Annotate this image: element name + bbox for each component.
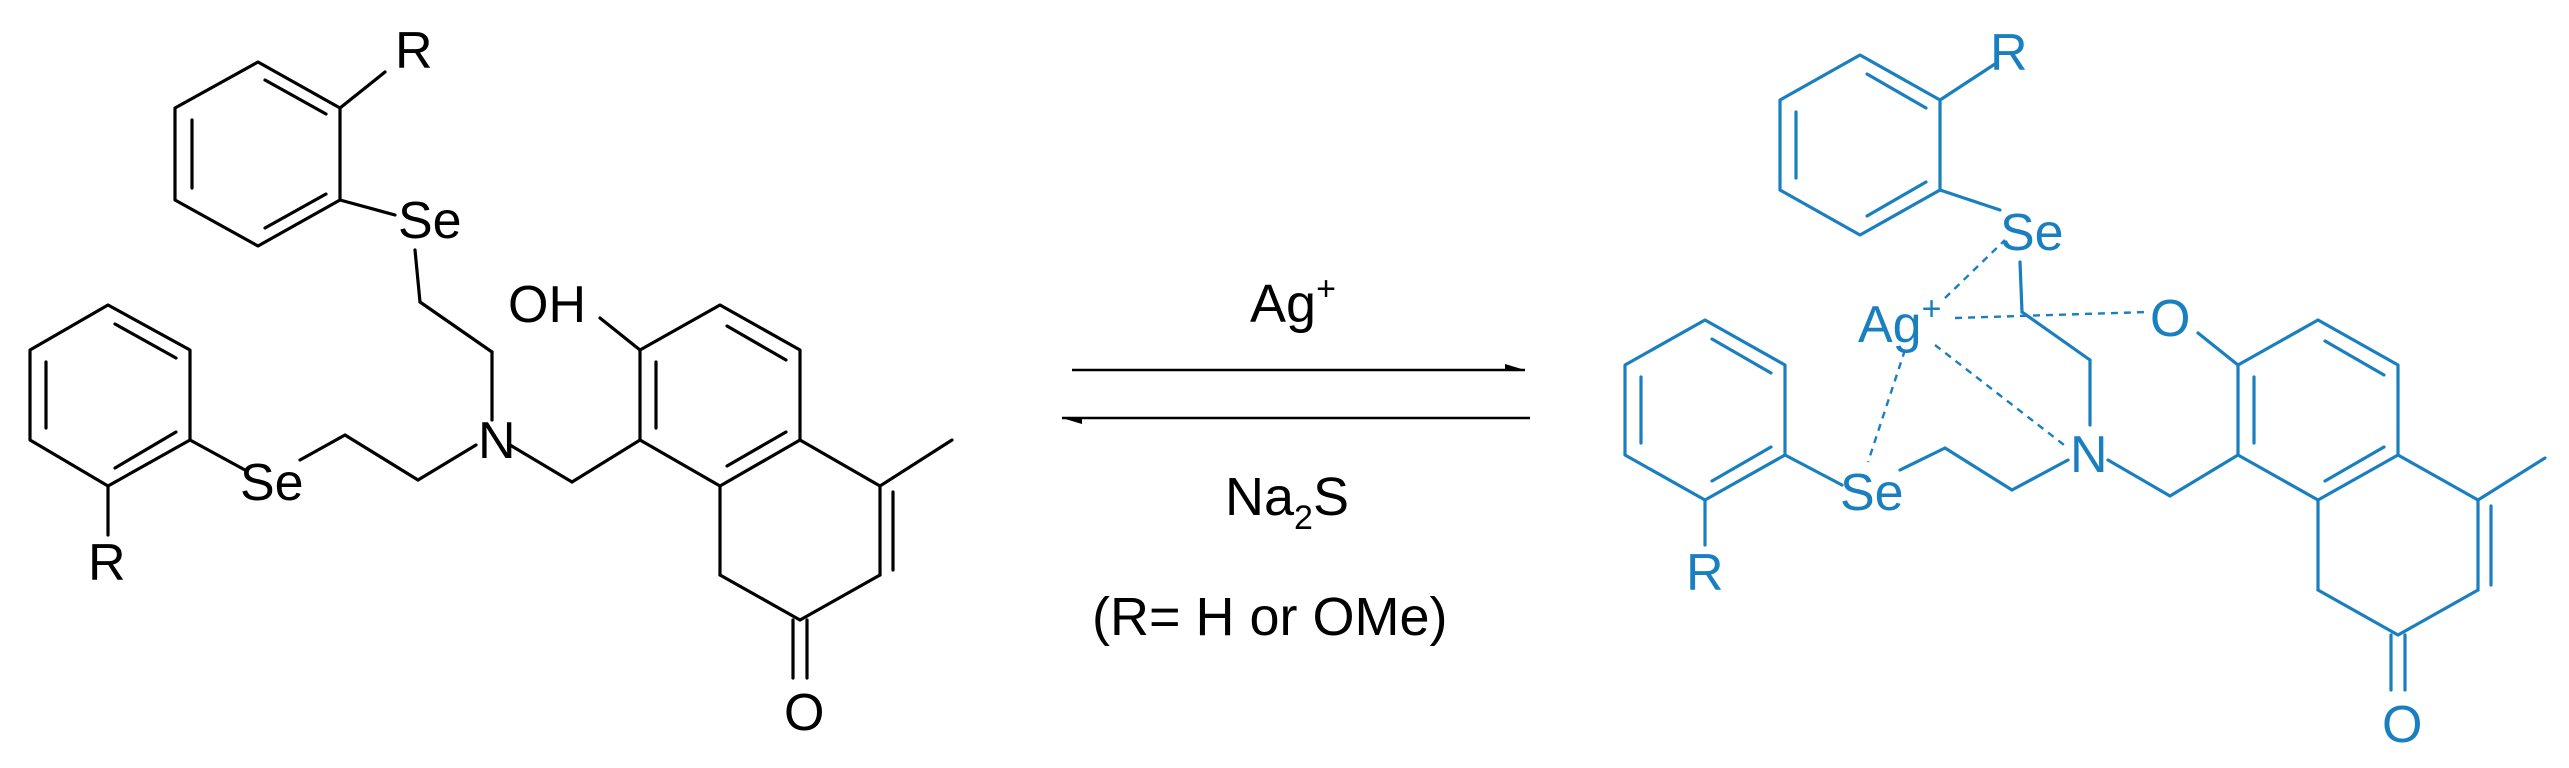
product-coordination-bonds <box>1866 239 2149 463</box>
product-left-chain <box>1898 446 2070 492</box>
reactant-aromatic-ring <box>598 303 802 488</box>
reactant-top-chain <box>413 248 494 422</box>
product-ag-label: Ag+ <box>1858 290 1941 354</box>
product-se-left-label: Se <box>1840 464 1904 522</box>
product-top-chain <box>2018 260 2092 427</box>
product-n-ch2-link <box>2106 453 2240 498</box>
ag-se-top-coordination <box>1944 239 2006 299</box>
product-top-hexagon <box>1778 53 2002 237</box>
product-r-top-label: R <box>1990 24 2028 82</box>
product-structure: R Se N Se R Ag+ <box>1623 24 2547 754</box>
product-left-hexagon <box>1623 318 1844 547</box>
product-enone-ring <box>2316 453 2547 692</box>
product-r-left-label: R <box>1686 544 1724 602</box>
product-aromatic-ring <box>2196 318 2400 502</box>
equilibrium-arrows <box>1062 364 1530 424</box>
reverse-reagent-label: Na2S <box>1225 467 1349 537</box>
reactant-se-top-label: Se <box>398 192 462 250</box>
reactant-r-left-label: R <box>88 534 126 592</box>
reactant-left-chain <box>298 433 478 482</box>
reactant-ketone-o-label: O <box>784 684 824 742</box>
forward-reagent-label: Ag+ <box>1250 270 1336 334</box>
reactant-se-left-label: Se <box>240 454 304 512</box>
ag-o-coordination <box>1954 310 2149 320</box>
ag-n-coordination <box>1934 344 2069 449</box>
reactant-oh-label: OH <box>508 276 586 334</box>
product-se-top-label: Se <box>2000 204 2064 262</box>
product-phenoxy-o-label: O <box>2150 290 2190 348</box>
reactant-r-top-label: R <box>395 22 433 80</box>
r-substituent-note: (R= H or OMe) <box>1092 587 1448 647</box>
reactant-n-ch2-link <box>508 438 642 484</box>
product-ketone-o-label: O <box>2382 696 2422 754</box>
reactant-enone-ring <box>718 438 954 680</box>
reactant-n-label: N <box>478 412 516 470</box>
reverse-arrow-head <box>1062 418 1082 424</box>
reactant-structure: R Se N Se R <box>28 22 954 742</box>
forward-arrow-head <box>1505 364 1525 370</box>
reactant-left-hexagon <box>28 303 247 537</box>
product-n-label: N <box>2070 426 2108 484</box>
reactant-top-hexagon <box>173 60 397 248</box>
ag-se-left-coordination <box>1866 349 1907 463</box>
